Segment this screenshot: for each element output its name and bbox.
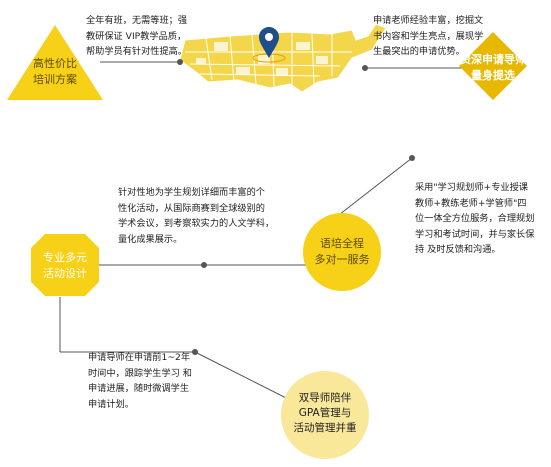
text-block-dual-mentors: 申请导师在申请前1~2年 时间中，跟踪学生学习 和 申请进展，随时微调学生 申请…	[88, 352, 192, 410]
usa-map-icon	[179, 23, 387, 93]
node-octagon-3	[31, 234, 99, 296]
node-label-full-service: 语培全程 多对一服务	[314, 237, 370, 266]
connector-dots	[177, 59, 415, 355]
node-label-dual-mentors: 双导师陪伴 GPA管理与 活动管理并重	[293, 392, 357, 434]
text-block-mentors: 申请老师经验丰富，挖掘文 书内容和学生亮点，展现学 生最突出的申请优势。	[373, 15, 484, 57]
text-block-training: 全年有班，无需等班；强 教研保证 VIP教学品质， 帮助学员有针对性提高。	[86, 15, 188, 57]
node-label-senior-mentors: 资深申请导师 量身提选	[460, 53, 526, 82]
node-circle-4	[303, 213, 381, 291]
node-label-cost-effective-plan: 高性价比 培训方案	[33, 57, 77, 86]
location-pin-icon	[259, 27, 279, 58]
node-diamond-2	[459, 32, 527, 100]
text-block-service: 采用"学习规划师+专业授课 教师+教练老师+学管师"四 位一体全方位服务，合理规…	[415, 182, 535, 255]
node-triangle-1	[7, 25, 103, 100]
text-block-activities: 针对性地为学生规划详细而丰富的个 性化活动，从国际商赛到全球级别的 学术会议，到…	[118, 187, 275, 245]
node-circle-5	[281, 371, 369, 459]
node-label-diverse-activities: 专业多元 活动设计	[43, 251, 87, 280]
